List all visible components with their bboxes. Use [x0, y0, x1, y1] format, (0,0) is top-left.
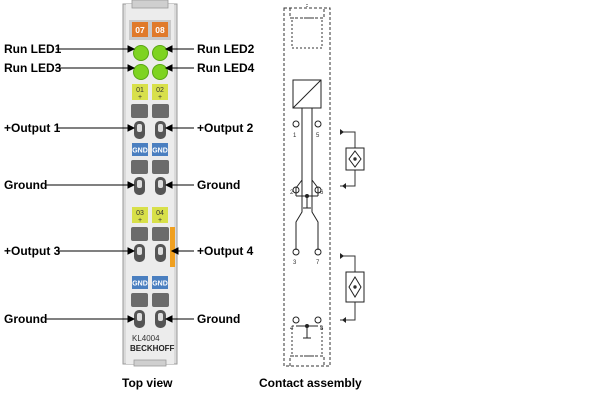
terminal-block-4 — [131, 293, 169, 328]
external-load-1 — [340, 129, 365, 189]
tag-gnd-1a — [132, 143, 148, 156]
caption-top-view: Top view — [122, 376, 173, 390]
external-load-2 — [340, 253, 365, 323]
tag-01-plus: + — [138, 94, 142, 101]
tag-02-text: 02 — [156, 87, 164, 94]
label-output-2: +Output 2 — [197, 121, 254, 135]
label-run-led1: Run LED1 — [4, 42, 62, 56]
module-face — [126, 4, 174, 364]
terminal-block-3 — [131, 227, 169, 262]
converter-box — [292, 79, 322, 109]
label-ground-right-2: Ground — [197, 312, 241, 326]
terminal-block-2 — [131, 160, 169, 195]
tag-03-plus: + — [138, 217, 142, 224]
tag-02-plus: + — [158, 94, 162, 101]
contact-5 — [314, 120, 322, 128]
label-run-led3: Run LED3 — [4, 61, 62, 75]
contact-2 — [292, 186, 300, 194]
contact-number-3: 3 — [293, 260, 297, 266]
contact-4 — [292, 316, 300, 324]
tag-03 — [132, 207, 148, 223]
terminal-module: 07 08 01 02 + + — [122, 0, 178, 367]
label-run-led4: Run LED4 — [197, 61, 255, 75]
contact-numbers: 1 5 2 6 3 7 4 8 — [290, 133, 324, 332]
tag-04 — [152, 207, 168, 223]
tag-01 — [132, 84, 148, 100]
top-clip — [131, 0, 169, 9]
contact-6 — [314, 186, 322, 194]
contact-8 — [314, 316, 322, 324]
caption-contact-assembly: Contact assembly — [259, 376, 362, 390]
label-output-4: +Output 4 — [197, 244, 254, 258]
header-07-text: 07 — [135, 25, 145, 35]
contact-housing — [283, 7, 331, 367]
tag-03-text: 03 — [136, 210, 144, 217]
tag-gnd-1a-text: GND — [132, 148, 148, 155]
callout-lines — [46, 45, 194, 323]
contact-3 — [292, 248, 300, 256]
header-tag-08 — [152, 22, 168, 37]
label-ground-right-1: Ground — [197, 178, 241, 192]
label-run-led2: Run LED2 — [197, 42, 255, 56]
run-led-4 — [152, 64, 168, 80]
contact-1 — [292, 120, 300, 128]
tag-gnd-2a-text: GND — [132, 281, 148, 288]
model-text: KL4004 — [132, 334, 160, 343]
tag-01-text: 01 — [136, 87, 144, 94]
label-ground-left-2: Ground — [4, 312, 48, 326]
contact-number-4: 4 — [290, 326, 294, 332]
tag-gnd-1b-text: GND — [152, 148, 168, 155]
contact-7 — [314, 248, 322, 256]
run-led-1 — [133, 45, 149, 61]
tag-gnd-2a — [132, 276, 148, 289]
side-marker — [170, 227, 175, 267]
contact-number-2: 2 — [290, 190, 294, 196]
contact-number-1: 1 — [293, 133, 297, 139]
label-output-3: +Output 3 — [4, 244, 61, 258]
tag-gnd-2b — [152, 276, 168, 289]
run-led-3 — [133, 64, 149, 80]
contact-number-8: 8 — [320, 326, 324, 332]
contact-assembly — [283, 4, 365, 367]
contact-number-6: 6 — [320, 190, 324, 196]
contact-number-7: 7 — [316, 260, 320, 266]
tag-02 — [152, 84, 168, 100]
tag-04-text: 04 — [156, 210, 164, 217]
header-08-text: 08 — [155, 25, 165, 35]
tag-gnd-2b-text: GND — [152, 281, 168, 288]
bottom-clip — [133, 359, 167, 367]
run-led-2 — [152, 45, 168, 61]
terminal-block-1 — [131, 104, 169, 139]
tag-gnd-1b — [152, 143, 168, 156]
label-output-1: +Output 1 — [4, 121, 61, 135]
brand-text: BECKHOFF — [130, 344, 175, 353]
contact-number-5: 5 — [316, 133, 320, 139]
header-tag-07 — [132, 22, 148, 37]
label-ground-left-1: Ground — [4, 178, 48, 192]
tag-04-plus: + — [158, 217, 162, 224]
